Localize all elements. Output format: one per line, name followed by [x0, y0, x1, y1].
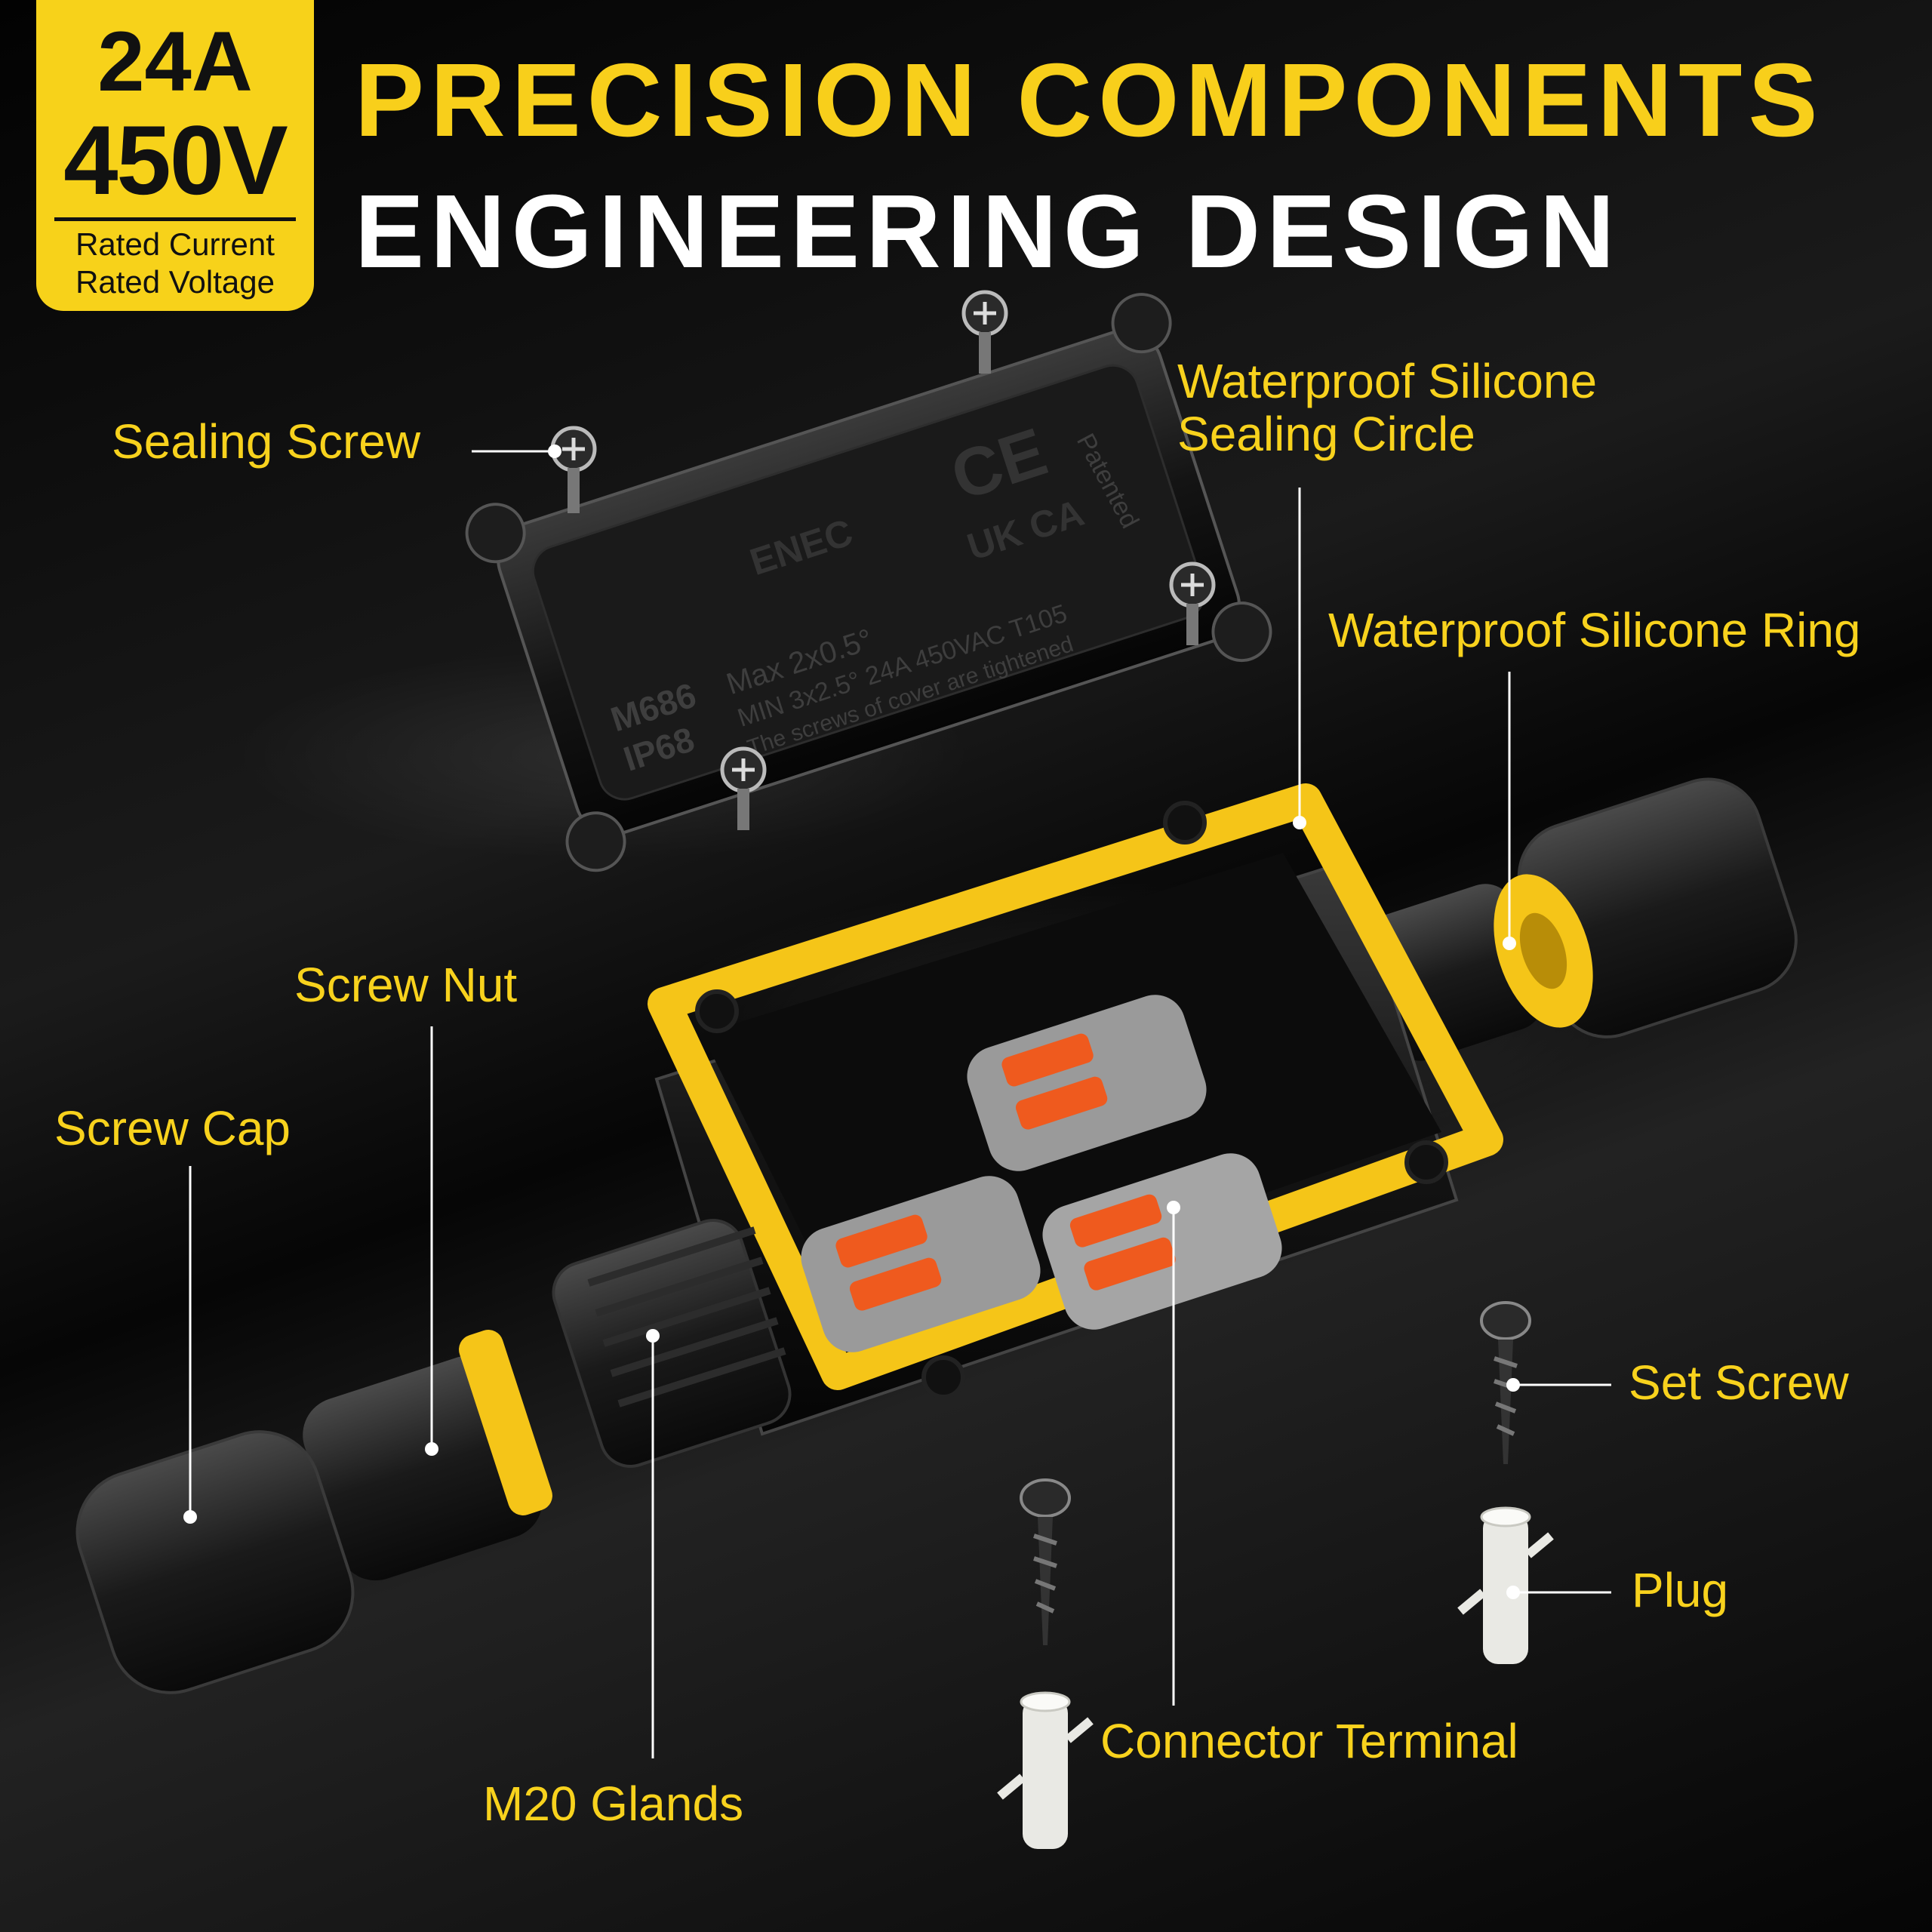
callout-dots	[183, 445, 1520, 1599]
lid-screw-4	[720, 746, 767, 830]
label-connector-terminal: Connector Terminal	[1100, 1714, 1518, 1768]
label-silicone-circle-line1: Waterproof Silicone	[1177, 354, 1598, 408]
screw-nut	[303, 1330, 552, 1581]
label-m20-glands: M20 Glands	[483, 1777, 744, 1831]
wall-plug-left	[997, 1691, 1094, 1849]
terminal-2	[801, 1176, 1041, 1352]
lid: M686 IP68 Max 2x0.5° MIN 3x2.5° 24A 450V…	[465, 293, 1272, 872]
left-gland	[75, 1219, 792, 1694]
terminal-3	[1042, 1153, 1282, 1330]
badge-divider	[54, 217, 296, 221]
lid-screw-3	[1169, 561, 1216, 645]
connector-terminals	[801, 995, 1282, 1352]
set-screw-right	[1480, 1301, 1531, 1464]
label-set-screw: Set Screw	[1629, 1355, 1849, 1410]
label-silicone-ring: Waterproof Silicone Ring	[1328, 603, 1861, 657]
rated-voltage-value: 450V	[63, 105, 288, 215]
terminal-1	[967, 995, 1207, 1171]
callout-lines	[189, 450, 1611, 1758]
screw-cap	[75, 1430, 355, 1694]
sealing-circle-gasket	[648, 783, 1503, 1390]
label-screw-nut: Screw Nut	[294, 958, 518, 1012]
label-sealing-screw: Sealing Screw	[112, 414, 421, 469]
lid-screw-1	[550, 426, 597, 513]
label-plug: Plug	[1632, 1563, 1729, 1617]
label-silicone-circle-line2: Sealing Circle	[1177, 407, 1475, 462]
label-silicone-circle: Waterproof Silicone Sealing Circle	[1177, 354, 1598, 462]
headline-line-2: ENGINEERING DESIGN	[355, 174, 1621, 290]
rated-current-caption: Rated Current	[75, 226, 275, 262]
rated-voltage-caption: Rated Voltage	[75, 264, 275, 300]
rated-current-value: 24A	[97, 14, 253, 109]
m20-gland-thread	[552, 1219, 792, 1468]
set-screw-left	[1020, 1478, 1071, 1645]
headline-line-1: PRECISION COMPONENTS	[355, 42, 1824, 158]
lid-screw-2	[961, 290, 1008, 374]
rating-badge: 24A 450V Rated Current Rated Voltage	[36, 0, 314, 311]
label-screw-cap: Screw Cap	[54, 1101, 291, 1155]
wall-plug-right	[1457, 1506, 1554, 1664]
